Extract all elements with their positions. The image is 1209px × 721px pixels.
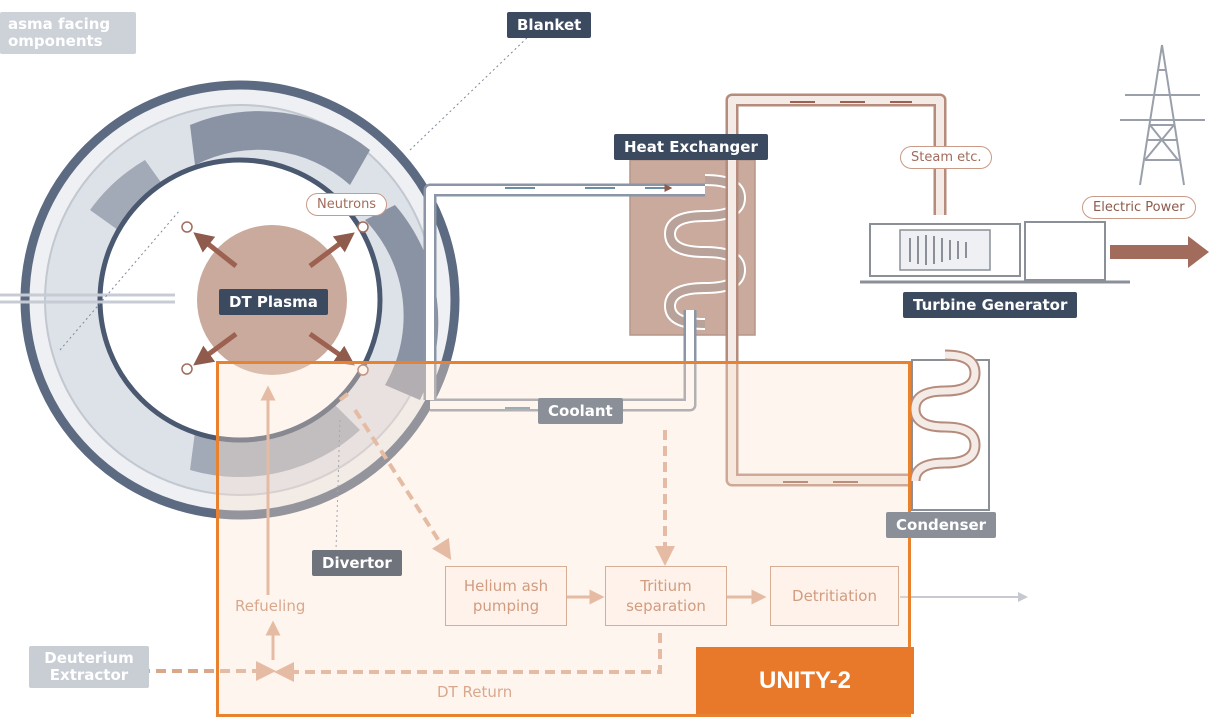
helium-ash-pumping-box: Helium ash pumping xyxy=(445,566,567,626)
plasma-facing-components-label: asma facing omponents xyxy=(0,12,136,54)
detritiation-box: Detritiation xyxy=(770,566,899,626)
blanket-label: Blanket xyxy=(507,12,592,38)
neutrons-label: Neutrons xyxy=(306,193,388,216)
divertor-label: Divertor xyxy=(312,550,402,576)
deuterium-extractor-label: Deuterium Extractor xyxy=(29,646,149,688)
refueling-label: Refueling xyxy=(235,597,306,615)
coolant-label: Coolant xyxy=(538,398,623,424)
dt-return-label: DT Return xyxy=(437,683,513,701)
dt-plasma-label: DT Plasma xyxy=(219,289,328,315)
electric-power-label: Electric Power xyxy=(1082,196,1196,219)
unity-2-badge: UNITY-2 xyxy=(696,647,914,714)
condenser-label: Condenser xyxy=(886,512,997,538)
heat-exchanger-label: Heat Exchanger xyxy=(614,134,768,160)
tritium-separation-box: Tritium separation xyxy=(605,566,727,626)
turbine-generator-label: Turbine Generator xyxy=(903,292,1078,318)
power-tower-icon xyxy=(1120,44,1205,186)
steam-label: Steam etc. xyxy=(900,146,993,169)
